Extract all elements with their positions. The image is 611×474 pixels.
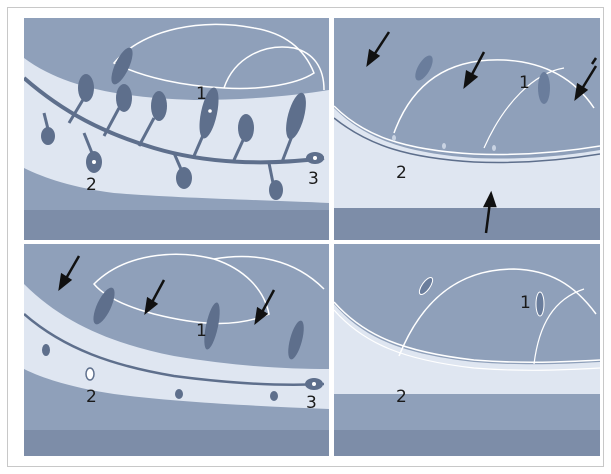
- bud: [270, 391, 278, 401]
- bud: [78, 74, 94, 102]
- cell-body: [536, 292, 544, 316]
- label-2: 2: [396, 387, 407, 407]
- panel-top-left-illustration: 1 2 3: [24, 18, 329, 240]
- label-2: 2: [86, 175, 97, 195]
- label-3: 3: [306, 393, 317, 413]
- bud: [492, 145, 496, 151]
- panel-top-left: 1 2 3: [24, 18, 329, 240]
- bud: [175, 389, 183, 399]
- panel-bottom-left: 1 2 3: [24, 244, 329, 456]
- cell-body: [538, 72, 550, 104]
- bud: [392, 135, 396, 141]
- panel-top-right-illustration: 1 2: [334, 18, 600, 240]
- label-1: 1: [196, 84, 207, 104]
- base-layer: [24, 210, 329, 240]
- bud-dot: [92, 160, 96, 164]
- label-2: 2: [86, 387, 97, 407]
- bud: [41, 127, 55, 145]
- bud: [269, 180, 283, 200]
- base-layer: [334, 208, 600, 240]
- bud-dot: [312, 382, 316, 386]
- base-layer: [334, 430, 600, 456]
- panel-bottom-right: 1 2: [334, 244, 600, 456]
- label-1: 1: [520, 293, 531, 313]
- label-2: 2: [396, 163, 407, 183]
- bud-hollow: [86, 368, 94, 380]
- bud-dot: [313, 156, 317, 160]
- bud: [401, 363, 407, 373]
- label-3: 3: [308, 169, 319, 189]
- base-layer: [24, 430, 329, 456]
- bud: [442, 143, 446, 149]
- bud-dot: [208, 109, 212, 113]
- lower-tissue: [334, 394, 600, 430]
- label-1: 1: [196, 321, 207, 341]
- bud: [238, 114, 254, 142]
- bud: [151, 91, 167, 121]
- panel-top-right: 1 2: [334, 18, 600, 240]
- label-1: 1: [519, 73, 530, 93]
- panel-bottom-right-illustration: 1 2: [334, 244, 600, 456]
- bud: [176, 167, 192, 189]
- panel-bottom-left-illustration: 1 2 3: [24, 244, 329, 456]
- bud: [116, 84, 132, 112]
- bud: [42, 344, 50, 356]
